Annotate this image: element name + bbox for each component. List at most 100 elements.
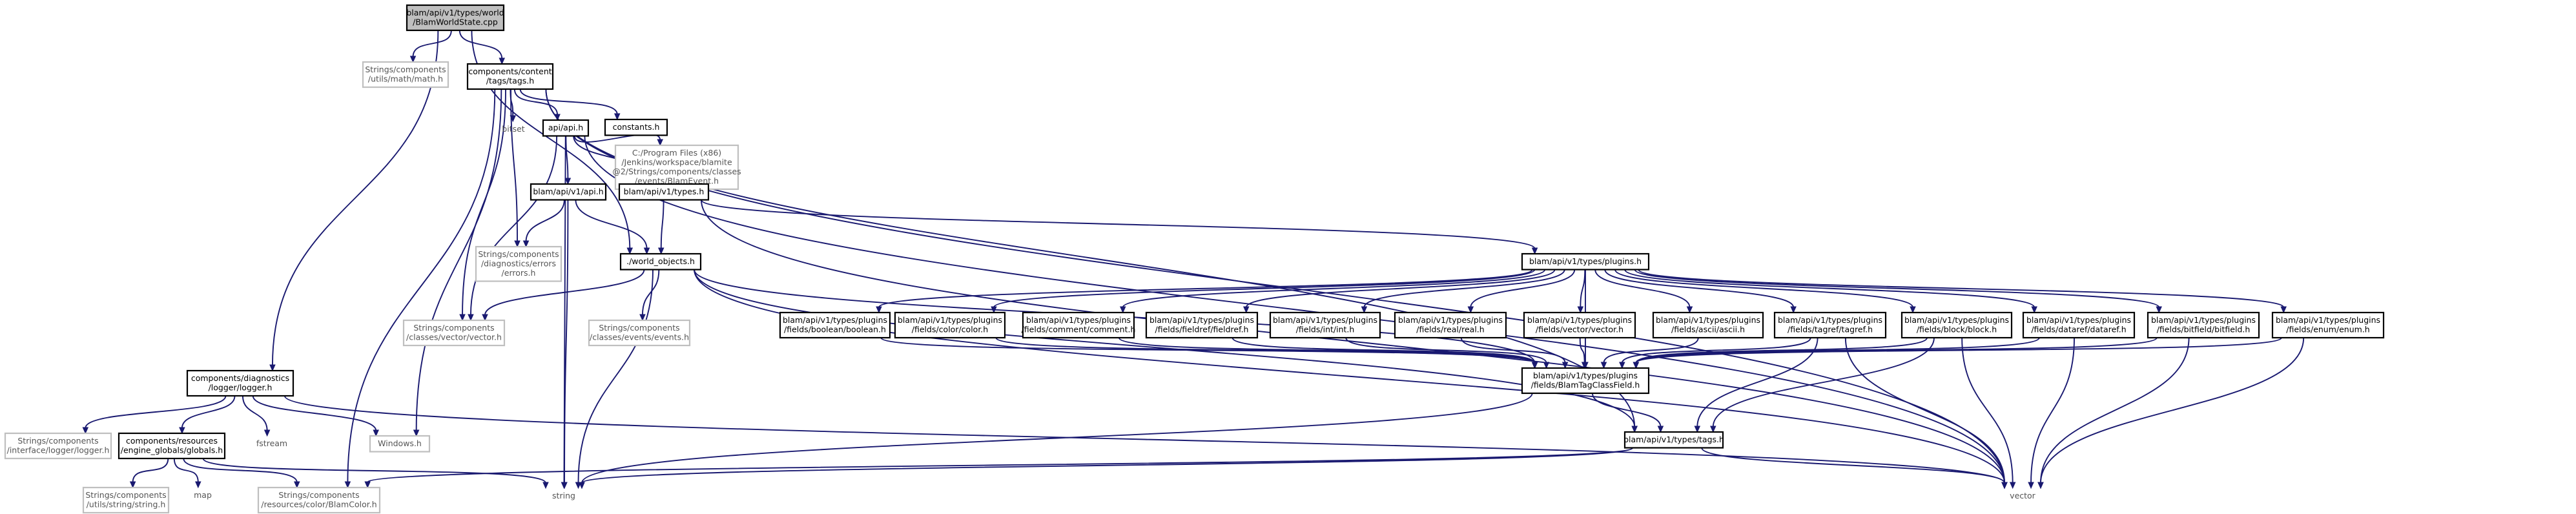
nodes-layer: blam/api/v1/types/world/BlamWorldState.c… <box>4 4 2385 514</box>
node-vector: vector <box>2010 491 2036 500</box>
edge-pblock-to-tagh <box>1710 337 1935 433</box>
node-string: string <box>552 491 575 500</box>
node-worldobj[interactable]: ./world_objects.h <box>619 252 702 271</box>
edge-line <box>581 447 1634 484</box>
node-root[interactable]: blam/api/v1/types/world/BlamWorldState.c… <box>406 4 505 32</box>
edge-tags-to-api <box>513 88 561 121</box>
node-vectorh[interactable]: Strings/components/classes/vector/vector… <box>402 319 506 347</box>
node-stringh[interactable]: Strings/components/utils/string/string.h <box>82 486 170 514</box>
node-label-line: @2/Strings/components/classes <box>612 167 741 176</box>
edge-v1api-to-worldobj <box>575 200 650 255</box>
node-label-line: C:/Program Files (x86) <box>632 148 721 158</box>
node-box <box>1901 311 2013 339</box>
node-windows[interactable]: Windows.h <box>369 435 431 453</box>
node-plugins[interactable]: blam/api/v1/types/plugins.h <box>1521 252 1650 271</box>
node-pboolean[interactable]: blam/api/v1/types/plugins/fields/boolean… <box>779 311 891 339</box>
edge-globals-to-stringh <box>129 458 169 489</box>
edge-tags-to-errors <box>510 88 520 248</box>
node-label-line: blam/api/v1/types.h <box>624 187 705 196</box>
edge-root-to-tags <box>459 30 506 65</box>
node-label-line: Windows.h <box>378 438 422 448</box>
edge-line <box>1594 269 1691 308</box>
node-ptagref[interactable]: blam/api/v1/types/plugins/fields/tagref/… <box>1773 311 1887 339</box>
node-api[interactable]: api/api.h <box>542 119 590 137</box>
edge-tagh-to-blamcolor <box>364 447 1634 489</box>
node-pint[interactable]: blam/api/v1/types/plugins/fields/int/int… <box>1269 311 1381 339</box>
node-eventsh[interactable]: Strings/components/classes/events/events… <box>588 319 691 347</box>
node-label-line: /fields/color/color.h <box>912 325 988 334</box>
node-box <box>1623 431 1724 449</box>
node-pascii[interactable]: blam/api/v1/types/plugins/fields/ascii/a… <box>1652 311 1764 339</box>
node-label-line: blam/api/v1/api.h <box>533 187 603 196</box>
node-label-line: /fields/vector/vector.h <box>1536 325 1623 334</box>
arrowhead <box>1657 426 1664 433</box>
edge-line <box>1470 269 1576 308</box>
node-constants[interactable]: constants.h <box>604 118 668 136</box>
node-box <box>466 63 554 90</box>
edge-v1api-to-errors <box>522 200 565 248</box>
node-logger[interactable]: components/diagnostics/logger/logger.h <box>186 369 294 397</box>
edge-line <box>701 199 1536 249</box>
node-v1api[interactable]: blam/api/v1/api.h <box>530 183 607 201</box>
node-ifacelogger[interactable]: Strings/components/interface/logger/logg… <box>4 432 112 460</box>
edge-line <box>1635 337 2040 364</box>
arrowhead <box>195 481 201 489</box>
node-label-line: blam/api/v1/types/plugins <box>1026 315 1131 325</box>
node-blamevent[interactable]: C:/Program Files (x86)/Jenkins/workspace… <box>612 144 741 190</box>
edge-line <box>412 30 452 57</box>
node-pcolor[interactable]: blam/api/v1/types/plugins/fields/color/c… <box>894 311 1006 339</box>
node-label-line: /errors.h <box>502 268 536 278</box>
node-label-line: vector <box>2010 491 2036 500</box>
edge-globals-to-blamcolor <box>183 458 300 489</box>
node-pbitfield[interactable]: blam/api/v1/types/plugins/fields/bitfiel… <box>2147 311 2260 339</box>
node-errors[interactable]: Strings/components/diagnostics/errors/er… <box>475 245 562 282</box>
node-label-line: Strings/components <box>85 490 166 500</box>
node-preal[interactable]: blam/api/v1/types/plugins/fields/real/re… <box>1394 311 1507 339</box>
node-blamcolor[interactable]: Strings/components/resources/color/BlamC… <box>257 486 381 514</box>
node-box <box>2271 311 2385 339</box>
node-map: map <box>194 490 212 500</box>
arrowhead <box>373 429 379 437</box>
node-box <box>1652 311 1764 339</box>
edge-pblock-to-vector <box>1961 337 2016 489</box>
node-label-line: blam/api/v1/types/plugins <box>1533 371 1638 380</box>
edge-v1types-to-plugins <box>701 199 1538 255</box>
node-box <box>2147 311 2260 339</box>
node-pblock[interactable]: blam/api/v1/types/plugins/fields/block/b… <box>1901 311 2013 339</box>
edge-tags-to-blamcolor <box>344 88 496 489</box>
edge-plugins-to-pvector <box>1577 269 1586 314</box>
node-tags[interactable]: components/content/tags/tags.h <box>466 63 554 90</box>
edge-logger-to-ifacelogger <box>82 395 227 435</box>
node-label-line: components/diagnostics <box>191 373 289 383</box>
edge-tags-to-vectorh <box>459 88 506 322</box>
node-classfield[interactable]: blam/api/v1/types/plugins/fields/BlamTag… <box>1521 367 1650 395</box>
node-box <box>406 4 505 32</box>
edge-line <box>1363 269 1565 308</box>
node-label-line: /fields/BlamTagClassField.h <box>1531 380 1640 390</box>
arrowhead <box>561 482 568 489</box>
node-box <box>618 183 710 201</box>
node-penum[interactable]: blam/api/v1/types/plugins/fields/enum/en… <box>2271 311 2385 339</box>
arrowhead <box>129 481 136 489</box>
edge-line <box>1621 337 1811 364</box>
node-globals[interactable]: components/resources/engine_globals/glob… <box>118 432 226 460</box>
node-label-line: Strings/components <box>413 323 494 333</box>
node-pdataref[interactable]: blam/api/v1/types/plugins/fields/dataref… <box>2022 311 2136 339</box>
node-pfieldref[interactable]: blam/api/v1/types/plugins/fields/fieldre… <box>1145 311 1259 339</box>
edge-pdataref-to-vector <box>2028 337 2075 489</box>
node-box <box>894 311 1006 339</box>
edge-line <box>173 458 199 483</box>
node-v1types[interactable]: blam/api/v1/types.h <box>618 183 710 201</box>
edge-line <box>415 88 502 431</box>
node-math[interactable]: Strings/components/utils/math/math.h <box>362 61 449 88</box>
edge-tagh-to-vector <box>1701 447 2008 489</box>
node-pcomment[interactable]: blam/api/v1/types/plugins/fields/comment… <box>1022 311 1136 339</box>
edge-line <box>85 395 227 429</box>
node-tagh[interactable]: blam/api/v1/types/tags.h <box>1623 431 1724 449</box>
node-pvector[interactable]: blam/api/v1/types/plugins/fields/vector/… <box>1523 311 1636 339</box>
edge-pvector-to-classfield <box>1579 337 1588 369</box>
edge-line <box>584 136 2005 484</box>
node-box <box>1521 367 1650 395</box>
node-label-line: blam/api/v1/types/world <box>406 8 504 17</box>
edge-worldobj-to-vectorh <box>482 269 645 322</box>
